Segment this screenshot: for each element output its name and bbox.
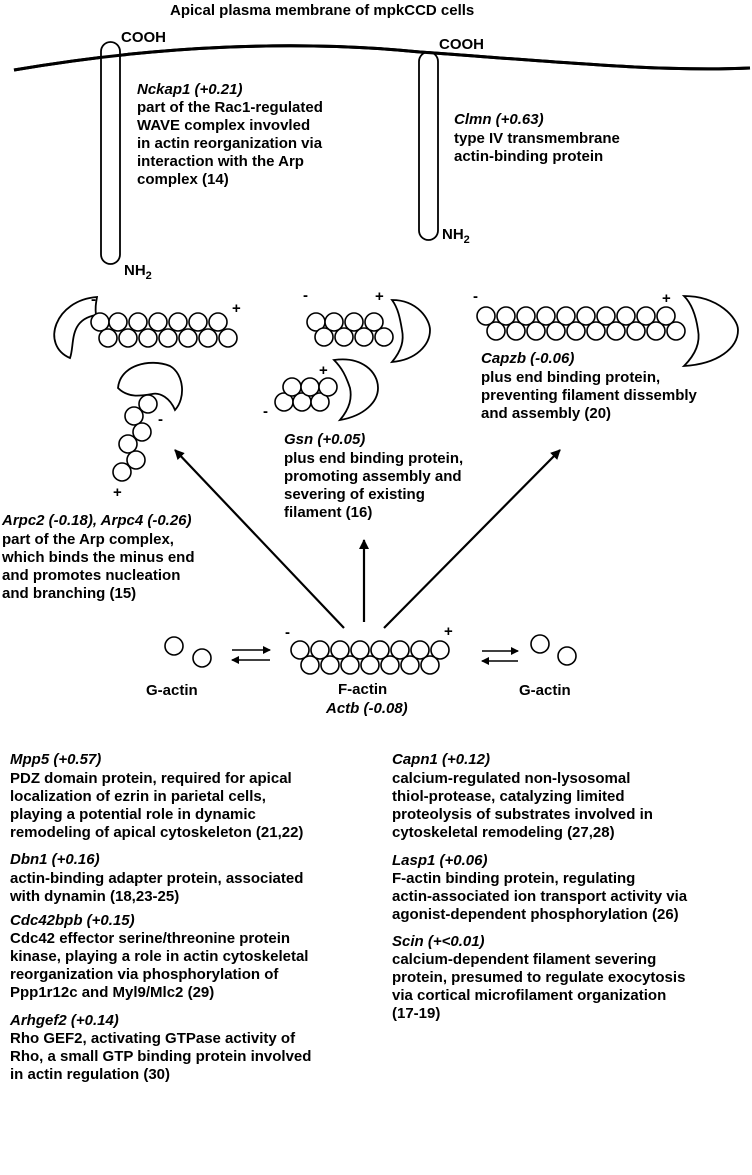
f-actin-plus: + <box>444 623 453 640</box>
arp-complex-cap-icon <box>53 296 99 360</box>
nckap1-desc: part of the Rac1-regulated WAVE complex … <box>137 99 323 188</box>
gsn-desc: plus end binding protein, promoting asse… <box>284 450 464 521</box>
clmn-nh2-label: NH2 <box>442 226 470 246</box>
nckap1-nh2-label: NH2 <box>124 262 152 282</box>
gsn-cap-icon <box>389 299 431 364</box>
lasp1-name: Lasp1 (+0.06) <box>392 852 488 869</box>
nckap1-transmembrane-protein <box>100 41 121 265</box>
gsn-lower-plus: + <box>319 362 328 379</box>
clmn-desc: type IV transmembrane actin-binding prot… <box>454 130 620 165</box>
mpp5-name: Mpp5 (+0.57) <box>10 751 102 768</box>
clmn-name: Clmn (+0.63) <box>454 111 544 128</box>
f-actin-minus: - <box>285 624 290 641</box>
g-actin-left-label: G-actin <box>146 682 198 699</box>
arhgef2-desc: Rho GEF2, activating GTPase activity of … <box>10 1030 312 1083</box>
dbn1-name: Dbn1 (+0.16) <box>10 851 100 868</box>
gsn-lower-minus: - <box>263 403 268 420</box>
clmn-transmembrane-protein <box>418 51 439 241</box>
capzb-name: Capzb (-0.06) <box>481 350 575 367</box>
arp-branch-cap-icon <box>117 362 183 412</box>
arhgef2-name: Arhgef2 (+0.14) <box>10 1012 119 1029</box>
actb-label: Actb (-0.08) <box>326 700 408 717</box>
capzb-minus: - <box>473 288 478 305</box>
capzb-plus: + <box>662 290 671 307</box>
capn1-desc: calcium-regulated non-lysosomal thiol-pr… <box>392 770 653 841</box>
nckap1-name: Nckap1 (+0.21) <box>137 81 243 98</box>
branch-minus: - <box>158 411 163 428</box>
pathway-arrows <box>174 449 561 629</box>
nckap1-cooh-label: COOH <box>121 29 166 46</box>
cdc42bpb-desc: Cdc42 effector serine/threonine protein … <box>10 930 309 1001</box>
branch-filament <box>112 394 158 482</box>
g-actin-right-monomers <box>530 634 577 666</box>
equilibrium-arrows-right <box>481 647 519 665</box>
left-filament-minus: - <box>91 291 96 308</box>
scin-name: Scin (+<0.01) <box>392 933 485 950</box>
dbn1-desc: actin-binding adapter protein, associate… <box>10 870 304 905</box>
g-actin-right-label: G-actin <box>519 682 571 699</box>
arpc-name: Arpc2 (-0.18), Arpc4 (-0.26) <box>2 512 192 529</box>
left-filament <box>90 312 238 348</box>
cdc42bpb-name: Cdc42bpb (+0.15) <box>10 912 135 929</box>
branch-plus: + <box>113 484 122 501</box>
left-filament-plus: + <box>232 300 241 317</box>
mpp5-desc: PDZ domain protein, required for apical … <box>10 770 304 841</box>
gsn-lower-cap-icon <box>332 358 379 422</box>
scin-desc: calcium-dependent filament severing prot… <box>392 951 686 1022</box>
f-actin-filament <box>290 640 450 675</box>
capzb-cap-icon <box>681 295 739 368</box>
capn1-name: Capn1 (+0.12) <box>392 751 490 768</box>
lasp1-desc: F-actin binding protein, regulating acti… <box>392 870 688 923</box>
capzb-desc: plus end binding protein, preventing fil… <box>481 369 697 422</box>
clmn-cooh-label: COOH <box>439 36 484 53</box>
gsn-upper-minus: - <box>303 287 308 304</box>
gsn-lower-filament <box>274 377 338 412</box>
capzb-filament <box>476 306 686 341</box>
equilibrium-arrows-left <box>231 646 271 664</box>
page-title: Apical plasma membrane of mpkCCD cells <box>170 2 475 19</box>
gsn-upper-filament <box>306 312 394 347</box>
arpc-desc: part of the Arp complex, which binds the… <box>2 531 195 602</box>
gsn-name: Gsn (+0.05) <box>284 431 366 448</box>
gsn-upper-plus: + <box>375 288 384 305</box>
g-actin-left-monomers <box>164 636 212 668</box>
f-actin-label: F-actin <box>338 681 388 698</box>
